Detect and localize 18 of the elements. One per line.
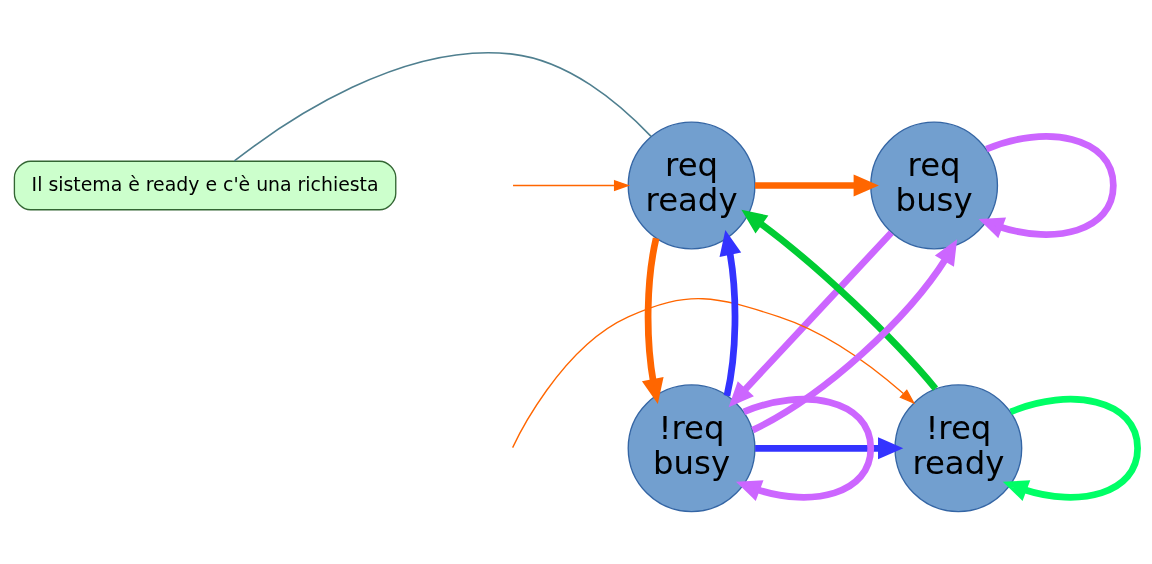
arrow [978,133,1117,239]
arrow [728,230,894,408]
arrow [511,298,916,449]
arrow [512,179,631,192]
arrow [751,239,958,434]
arrow [741,209,939,391]
arrow [641,237,664,404]
arrow [735,395,875,501]
node-circle: req busy [870,121,999,250]
node-circle: !req busy [627,384,756,513]
connector [233,52,652,162]
node-box: Il sistema è ready e c'è una richiesta [13,160,397,211]
node-circle: !req ready [894,384,1023,513]
arrow [719,230,742,397]
arrow [755,437,904,460]
arrow [1002,395,1141,501]
arrow [755,174,879,197]
node-circle: req ready [627,121,756,250]
